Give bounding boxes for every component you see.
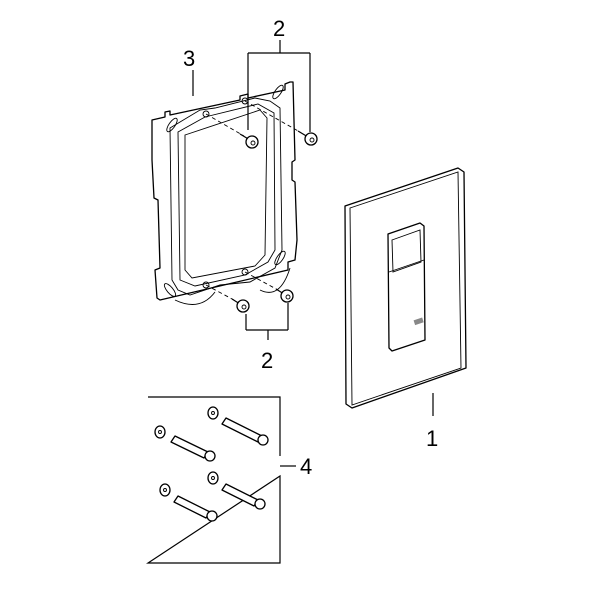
- leader-lines: [192, 40, 434, 467]
- callout-flush-plate: 1: [426, 426, 438, 451]
- brand-logo: [413, 317, 424, 326]
- callout-fixing-set: 4: [300, 454, 312, 479]
- mounting-frame: [151, 81, 298, 305]
- callout-mounting-frame: 3: [183, 46, 195, 71]
- fixing-set: [145, 396, 281, 564]
- screws-bottom: [205, 271, 294, 313]
- flush-plate: [344, 167, 467, 409]
- wall-plug-screws: [154, 406, 269, 522]
- callout-screws-bottom: 2: [261, 348, 273, 373]
- screws-top: [205, 100, 318, 149]
- callout-screws-top: 2: [273, 16, 285, 41]
